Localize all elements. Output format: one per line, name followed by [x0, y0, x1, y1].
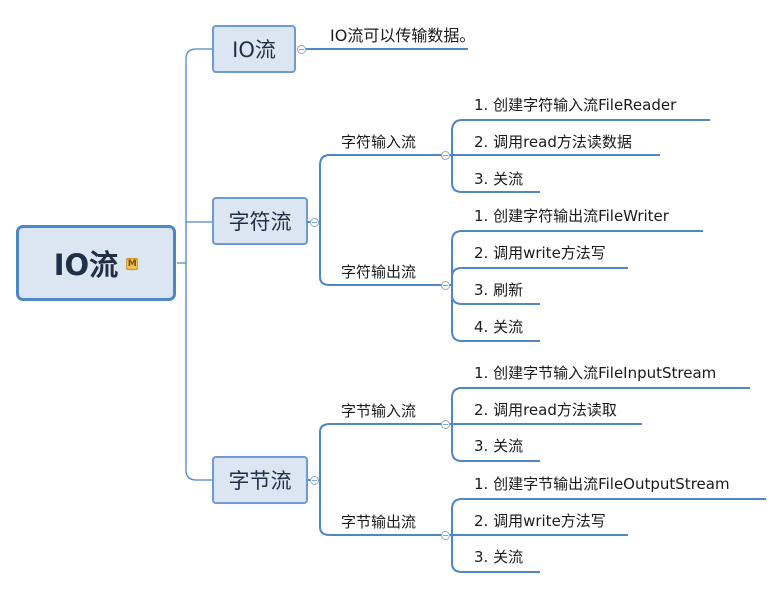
leaf-step[interactable]: 3. 关流 — [474, 548, 524, 566]
collapse-toggle-icon[interactable]: − — [441, 151, 450, 160]
io-description: IO流可以传输数据。 — [330, 26, 476, 45]
branch-node-char-stream-label: 字符流 — [228, 210, 292, 234]
root-node[interactable]: IO流 M — [16, 225, 176, 301]
leaf-step[interactable]: 3. 刷新 — [474, 281, 524, 299]
leaf-step[interactable]: 4. 关流 — [474, 318, 524, 336]
collapse-toggle-icon[interactable]: − — [310, 476, 319, 485]
collapse-toggle-icon[interactable]: − — [441, 281, 450, 290]
leaf-step[interactable]: 2. 调用read方法读取 — [474, 401, 617, 419]
leaf-step[interactable]: 1. 创建字节输出流FileOutputStream — [474, 475, 730, 493]
branch-node-byte-stream-label: 字节流 — [228, 469, 292, 493]
branch-node-byte-stream[interactable]: 字节流 — [212, 456, 308, 504]
subtopic-char-input[interactable]: 字符输入流 — [341, 133, 417, 151]
branch-node-io-label: IO流 — [232, 38, 276, 62]
leaf-step[interactable]: 1. 创建字符输出流FileWriter — [474, 207, 669, 225]
leaf-step[interactable]: 3. 关流 — [474, 170, 524, 188]
branch-node-io[interactable]: IO流 — [212, 25, 296, 73]
leaf-step[interactable]: 2. 调用write方法写 — [474, 512, 606, 530]
collapse-toggle-icon[interactable]: − — [310, 218, 319, 227]
branch-node-char-stream[interactable]: 字符流 — [212, 197, 308, 245]
subtopic-byte-input[interactable]: 字节输入流 — [341, 402, 417, 420]
collapse-toggle-icon[interactable]: − — [441, 531, 450, 540]
root-node-label: IO流 — [53, 248, 119, 282]
collapse-toggle-icon[interactable]: − — [297, 45, 306, 54]
leaf-step[interactable]: 1. 创建字符输入流FileReader — [474, 96, 677, 114]
map-marker-icon: M — [126, 258, 139, 270]
leaf-step[interactable]: 2. 调用write方法写 — [474, 244, 606, 262]
leaf-step[interactable]: 3. 关流 — [474, 437, 524, 455]
subtopic-byte-output[interactable]: 字节输出流 — [341, 513, 417, 531]
collapse-toggle-icon[interactable]: − — [441, 420, 450, 429]
leaf-step[interactable]: 1. 创建字节输入流FileInputStream — [474, 364, 717, 382]
leaf-step[interactable]: 2. 调用read方法读数据 — [474, 133, 632, 151]
subtopic-char-output[interactable]: 字符输出流 — [341, 263, 417, 281]
